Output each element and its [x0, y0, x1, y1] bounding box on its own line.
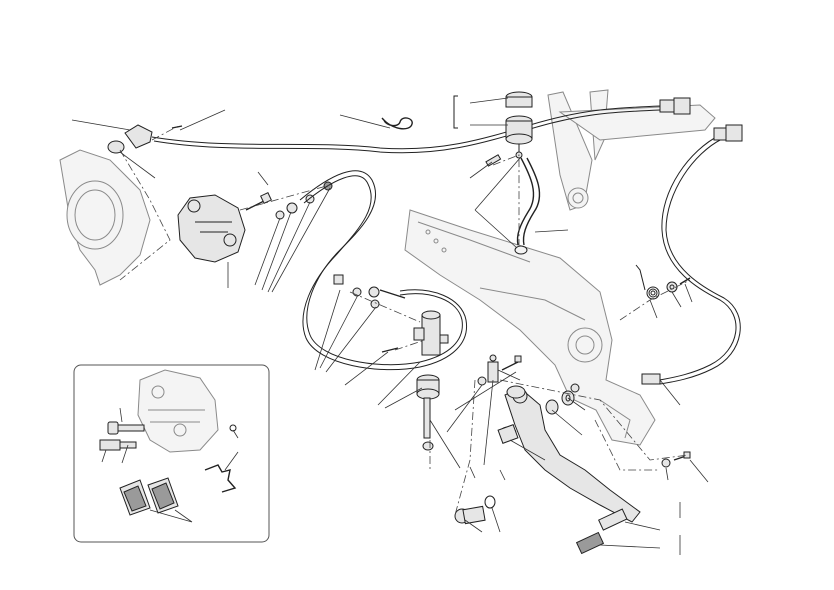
- master-cylinder: [381, 310, 449, 356]
- cable-clip: [381, 117, 413, 130]
- inset-brake-pads: [119, 477, 179, 516]
- pedal-washers: [545, 383, 580, 415]
- sensor-cable: [151, 105, 661, 150]
- center-bolts: [477, 354, 526, 399]
- cable-connector-right: [641, 124, 743, 385]
- pivot-bolt: [454, 495, 496, 525]
- sensor-bracket: [107, 124, 183, 154]
- cable-connector-top: [659, 97, 691, 115]
- caliper-detail-inset: [73, 364, 270, 543]
- caliper-bolts: [245, 181, 333, 220]
- sensor-cable-right: [659, 134, 737, 381]
- inset-bleed-screw: [99, 421, 145, 451]
- hose-clamp: [514, 245, 528, 255]
- brake-caliper: [177, 194, 246, 263]
- brake-hose: [299, 170, 463, 366]
- master-cylinder-boot: [416, 374, 440, 400]
- footrest-bracket-ghost: [404, 209, 656, 446]
- sensor-cable-b: [153, 109, 661, 154]
- return-spring: [635, 264, 691, 300]
- brake-disc-ghost: [59, 149, 151, 286]
- callout-leaders: [71, 97, 709, 555]
- reservoir-hose-b: [522, 157, 541, 246]
- brake-hose-b: [302, 175, 468, 371]
- lower-right-bolts: [661, 451, 691, 468]
- inset-pad-spring: [204, 464, 237, 493]
- push-rod: [422, 397, 434, 451]
- reservoir-hose: [516, 157, 535, 246]
- pedal-tip: [575, 508, 628, 555]
- brake-fluid-reservoir: [453, 91, 533, 159]
- banjo-bolts-middle: [333, 274, 406, 309]
- sensor-cable-right-b: [659, 138, 741, 385]
